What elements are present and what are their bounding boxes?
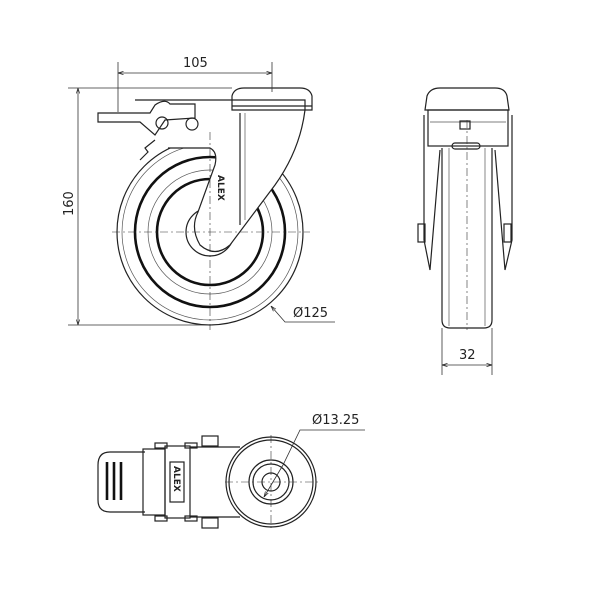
fork [135, 99, 306, 253]
width-dimension: 105 [183, 56, 208, 71]
axle-nut-left [417, 223, 426, 243]
wheel-width-dimension: 32 [459, 348, 476, 363]
side-view: 32 [417, 87, 513, 375]
bore-diameter-dimension: Ø13.25 [312, 413, 359, 428]
fork-right [494, 115, 513, 271]
top-view: ALEX Ø13.25 [97, 413, 365, 530]
front-logo: ALEX [215, 175, 225, 201]
brake-pedal [97, 451, 145, 513]
height-dimension: 160 [62, 191, 77, 216]
side-top-cap [424, 87, 510, 111]
fork-left [423, 115, 441, 271]
front-view: ALEX 105 160 Ø125 [62, 56, 335, 330]
swivel-plate [225, 436, 317, 528]
top-logo: ALEX [171, 466, 181, 492]
brake-lever [97, 100, 196, 136]
top-bolt-cap [231, 87, 313, 111]
axle-nut-right [503, 223, 512, 243]
wheel-diameter-dimension: Ø125 [293, 306, 328, 321]
brake-pad [139, 139, 156, 161]
